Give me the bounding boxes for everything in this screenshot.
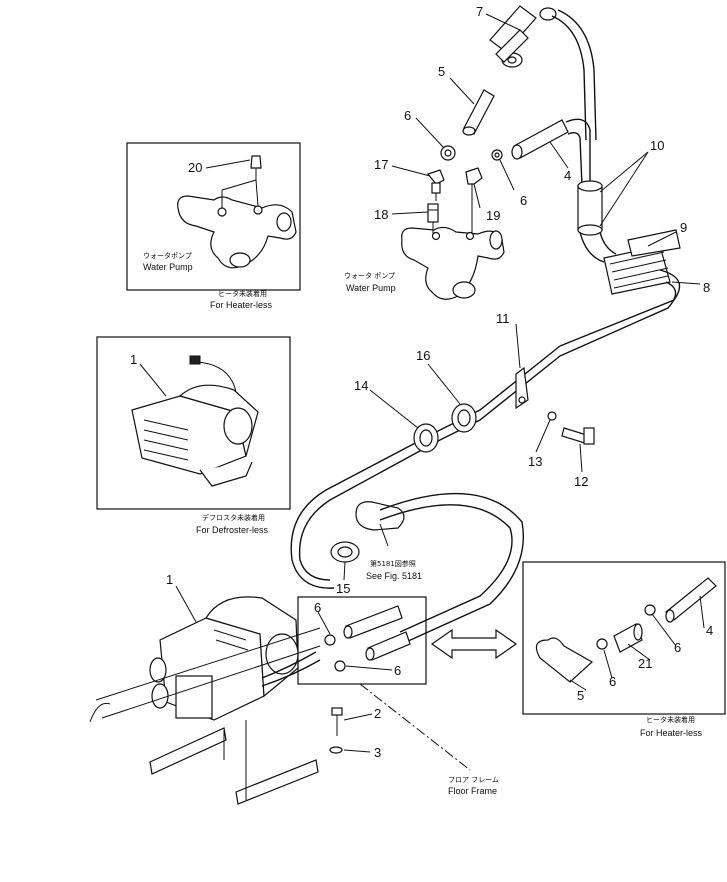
water-pump-inset-drawing [177, 155, 297, 269]
interchange-arrow [430, 628, 518, 660]
see-fig-en-caption: See Fig. 5181 [366, 571, 422, 581]
callout-5-lower: 5 [577, 688, 584, 703]
floor-frame-jp-caption: フロア フレーム [448, 776, 499, 784]
water-pump-main-drawing [401, 226, 505, 300]
callout-8: 8 [703, 280, 710, 295]
callout-5-upper: 5 [438, 64, 445, 79]
heater-less-jp-caption-top: ヒータ未装着用 [218, 289, 267, 298]
heater-less-inset-drawing [535, 577, 717, 683]
callout-15: 15 [336, 581, 350, 596]
callout-18: 18 [374, 207, 388, 222]
captions: ウォータポンプ Water Pump ウォータ ポンプ Water Pump ヒ… [143, 251, 703, 796]
pipe-detail-inset-box [297, 596, 427, 685]
water-pump-inset-box [126, 142, 301, 291]
callout-6-inset-top: 6 [314, 600, 321, 615]
leader-lines [139, 13, 705, 753]
water-pump-en-caption-inset: Water Pump [143, 262, 193, 272]
callout-13: 13 [528, 454, 542, 469]
callout-7: 7 [476, 4, 483, 19]
callout-12: 12 [574, 474, 588, 489]
water-pump-jp-caption-inset: ウォータポンプ [143, 251, 192, 260]
main-pipe-run [290, 345, 595, 643]
callout-17: 17 [374, 157, 388, 172]
callout-19: 19 [486, 208, 500, 223]
callout-10: 10 [650, 138, 664, 153]
callout-16: 16 [416, 348, 430, 363]
heater-less-inset-box [522, 561, 726, 715]
upper-hoses [462, 5, 681, 357]
heater-less-en-caption-bottom: For Heater-less [640, 728, 703, 738]
callout-4-lower: 4 [706, 623, 713, 638]
see-fig-jp-caption: 第5181図参照 [370, 559, 416, 568]
callout-labels: 7 5 6 17 18 19 6 4 10 9 8 11 16 14 13 12… [130, 4, 713, 760]
callout-6-upper-left: 6 [404, 108, 411, 123]
floor-frame-en-caption: Floor Frame [448, 786, 497, 796]
heater-less-jp-caption-bottom: ヒータ未装着用 [646, 715, 695, 724]
defroster-unit-inset [131, 355, 259, 487]
callout-4-upper: 4 [564, 168, 571, 183]
fittings-group [426, 145, 503, 234]
callout-6-lower-left: 6 [609, 674, 616, 689]
heater-unit-main [89, 596, 321, 805]
water-pump-en-caption-main: Water Pump [346, 283, 396, 293]
heater-less-en-caption-top: For Heater-less [210, 300, 273, 310]
callout-14: 14 [354, 378, 368, 393]
callout-2: 2 [374, 706, 381, 721]
callout-9: 9 [680, 220, 687, 235]
callout-1-defroster: 1 [130, 352, 137, 367]
callout-11: 11 [496, 311, 510, 326]
defroster-inset-box [96, 336, 291, 510]
floor-frame-leader [359, 683, 471, 771]
water-pump-jp-caption-main: ウォータ ポンプ [344, 271, 395, 280]
callout-6-inset-bottom: 6 [394, 663, 401, 678]
pipe-detail-inset-drawing [324, 605, 411, 754]
callout-6-upper-right: 6 [520, 193, 527, 208]
callout-6-lower-right: 6 [674, 640, 681, 655]
callout-20: 20 [188, 160, 202, 175]
callout-1-heater: 1 [166, 572, 173, 587]
callout-21: 21 [638, 656, 652, 671]
defroster-less-jp-caption: デフロスタ未装着用 [202, 513, 265, 522]
defroster-less-en-caption: For Defroster-less [196, 525, 269, 535]
callout-3: 3 [374, 745, 381, 760]
